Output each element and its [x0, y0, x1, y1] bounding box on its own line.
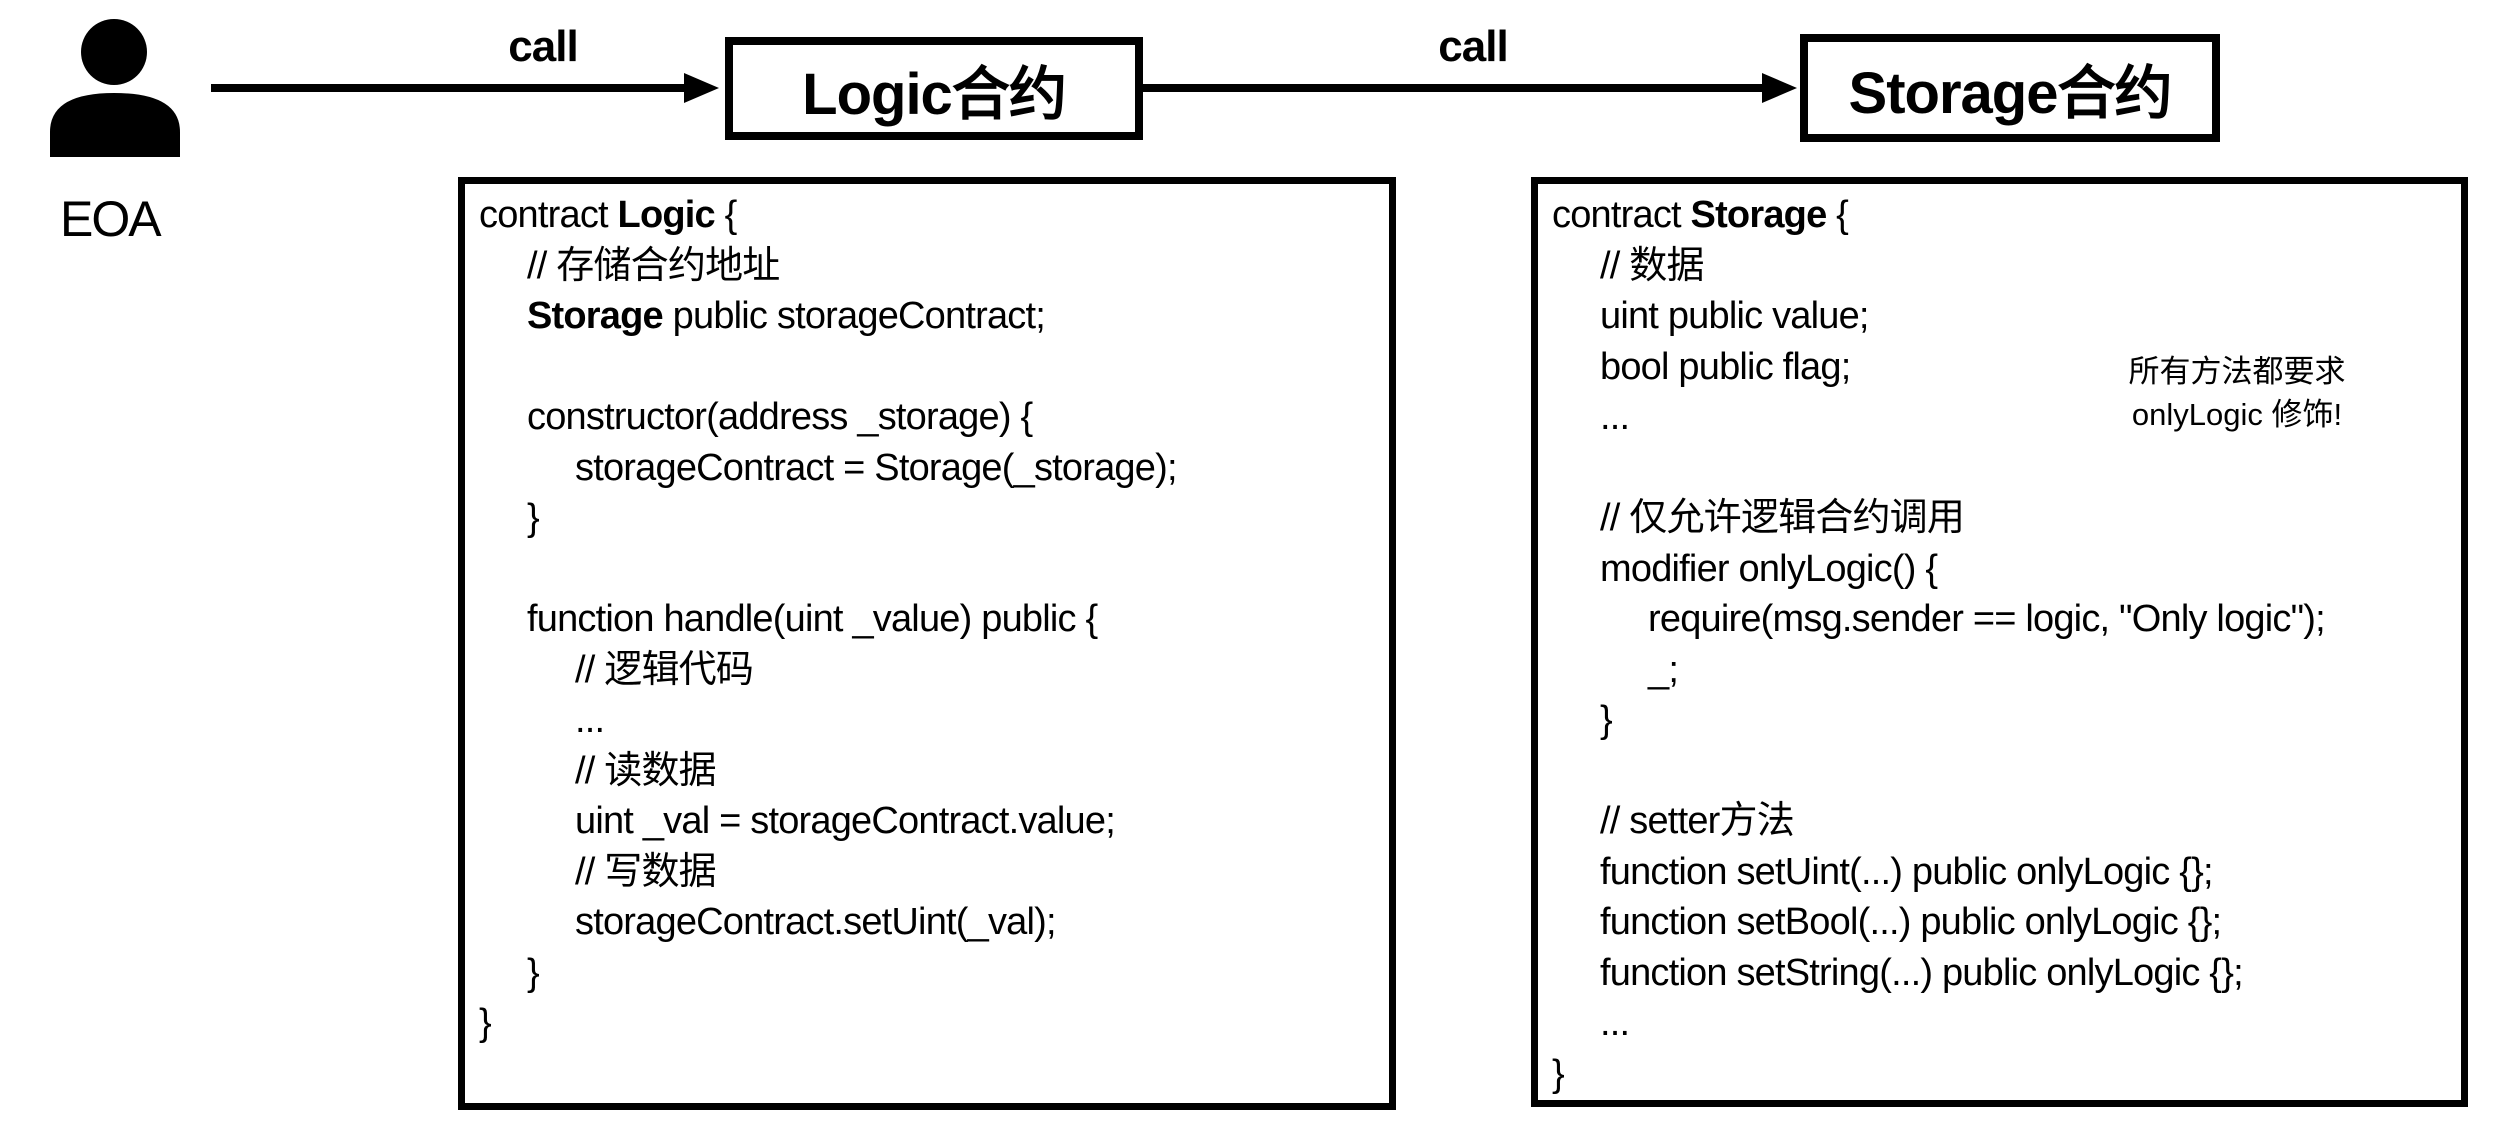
code-line	[479, 342, 1381, 393]
code-line: // 写数据	[575, 850, 717, 893]
callout-text-line2: onlyLogic 修饰!	[2131, 397, 2343, 432]
call-arrow-logic-to-storage	[1143, 73, 1797, 103]
eoa-label: EOA	[60, 191, 162, 247]
code-line: // 数据	[1600, 244, 1704, 287]
code-line: // 逻辑代码	[575, 648, 754, 691]
code-line: _;	[1648, 648, 1679, 691]
code-line: ...	[575, 699, 605, 741]
callout-text: 所有方法都要求 onlyLogic 修饰!	[2077, 350, 2397, 436]
code-line: constructor(address _storage) {	[527, 396, 1033, 438]
storage-contract-box: Storage合约	[1800, 34, 2220, 142]
code-line: function handle(uint _value) public {	[527, 598, 1098, 640]
code-line: uint _val = storageContract.value;	[575, 800, 1116, 842]
code-line: // 仅允许逻辑合约调用	[1600, 497, 1965, 539]
code-line	[479, 544, 1381, 595]
logic-contract-code-box: contract Logic { // 存储合约地址 Storage public …	[458, 177, 1396, 1110]
code-line: function setBool(...) public onlyLogic {…	[1600, 901, 2222, 943]
storage-contract-box-title: Storage合约	[1848, 61, 2173, 126]
code-line: }	[479, 1002, 492, 1044]
code-line: contract Storage {	[1552, 194, 1849, 236]
call-label-2: call	[1438, 22, 1508, 71]
call-label-1: call	[508, 22, 578, 71]
code-line: storageContract = Storage(_storage);	[575, 446, 1178, 489]
code-line: modifier onlyLogic() {	[1600, 547, 1938, 590]
code-line: }	[1600, 699, 1613, 741]
code-line: require(msg.sender == logic, "Only logic…	[1648, 598, 2326, 640]
code-line: }	[527, 497, 540, 539]
code-line: function setUint(...) public onlyLogic {…	[1600, 850, 2214, 893]
code-line: }	[1552, 1052, 1565, 1095]
call-arrow-eoa-to-logic	[211, 73, 719, 103]
code-line: uint public value;	[1600, 295, 1869, 337]
code-line: function setString(...) public onlyLogic…	[1600, 951, 2244, 994]
code-line: // 存储合约地址	[527, 244, 780, 287]
logic-contract-box-title: Logic合约	[802, 61, 1067, 127]
code-line	[1552, 443, 2453, 494]
code-line: }	[527, 951, 540, 994]
code-line: ...	[1600, 1002, 1630, 1044]
storage-contract-code-box: contract Storage { // 数据 uint public value…	[1531, 177, 2468, 1107]
eoa-person-icon	[50, 19, 180, 157]
code-line: storageContract.setUint(_val);	[575, 901, 1057, 943]
logic-contract-box: Logic合约	[725, 37, 1143, 140]
code-line: contract Logic {	[479, 194, 737, 236]
code-line: // setter方法	[1600, 800, 1795, 842]
callout-text-line1: 所有方法都要求	[2128, 354, 2346, 389]
code-line: Storage public storageContract;	[527, 295, 1046, 337]
code-line: bool public flag;	[1600, 345, 1851, 388]
code-line: ...	[1600, 396, 1630, 438]
code-line	[1552, 746, 2453, 797]
code-line: // 读数据	[575, 749, 717, 792]
